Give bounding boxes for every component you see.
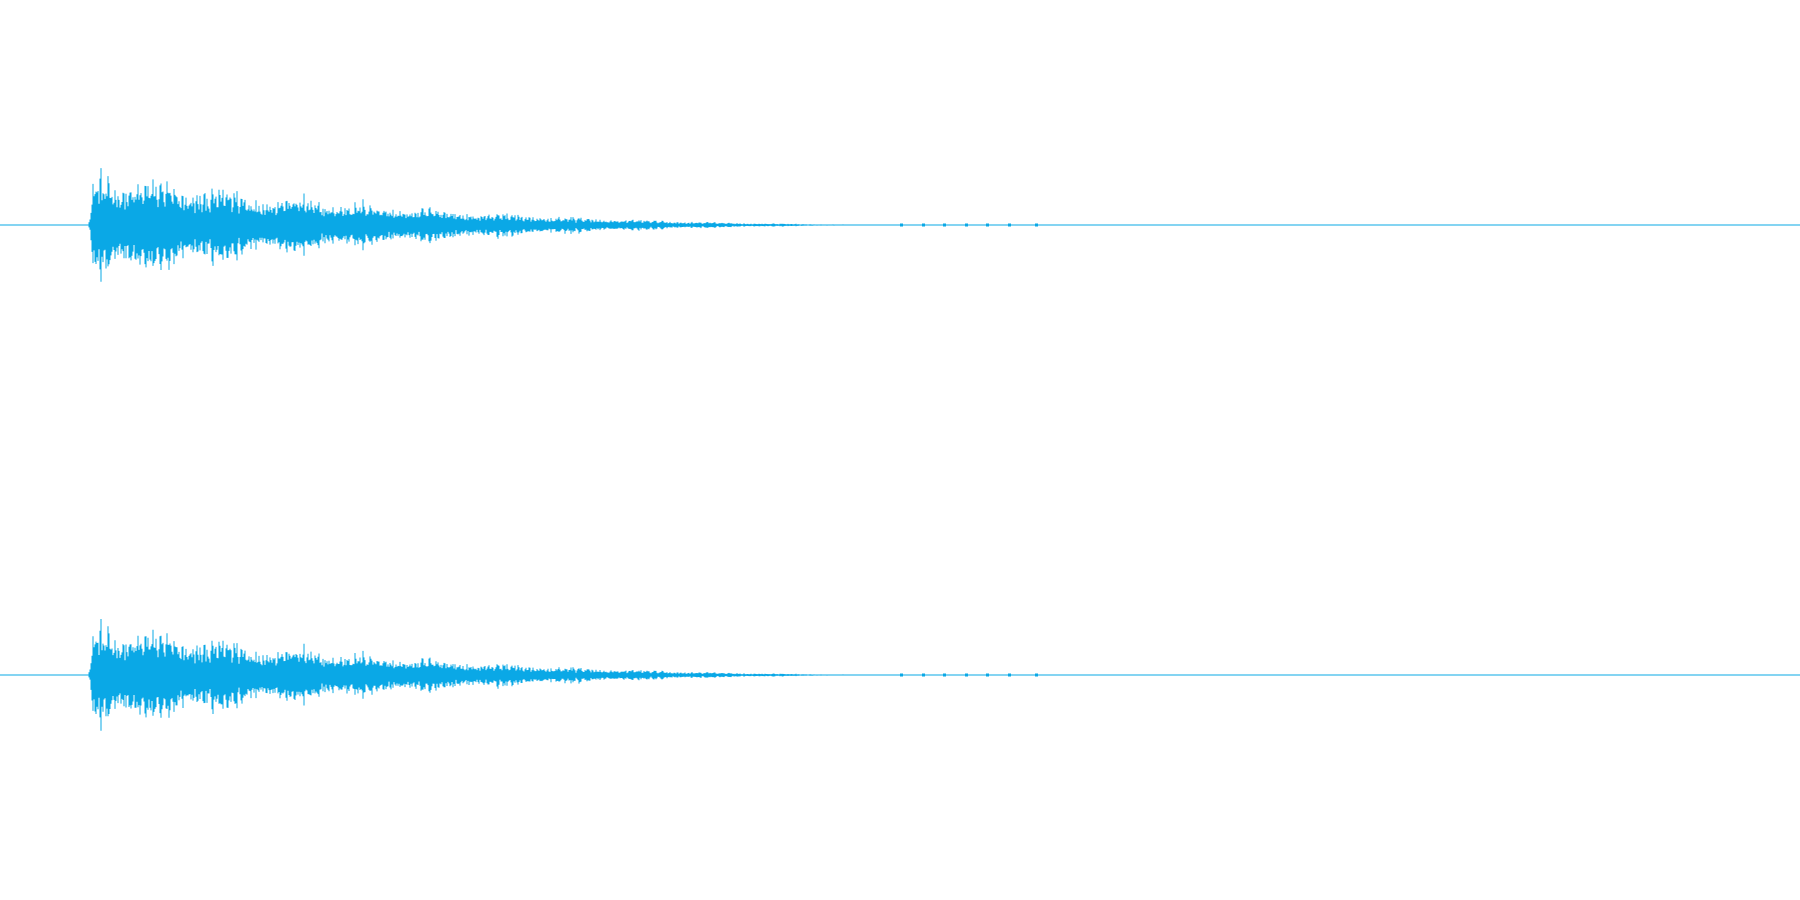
tail-sample — [900, 223, 903, 227]
tail-sample — [922, 673, 925, 677]
tail-sample — [965, 673, 968, 677]
tail-sample — [986, 673, 989, 677]
tail-sample — [965, 223, 968, 227]
tail-sample — [943, 223, 946, 227]
tail-sample — [1008, 223, 1011, 227]
tail-sample — [900, 673, 903, 677]
tail-sample — [1035, 223, 1038, 227]
tail-sample — [986, 223, 989, 227]
waveform-signal — [88, 619, 859, 731]
channel-2-waveform — [0, 619, 1800, 731]
tail-sample — [1008, 673, 1011, 677]
channel-1-waveform — [0, 168, 1800, 282]
tail-sample — [943, 673, 946, 677]
tail-sample — [922, 223, 925, 227]
waveform-signal — [88, 168, 859, 282]
tail-sample — [1035, 673, 1038, 677]
